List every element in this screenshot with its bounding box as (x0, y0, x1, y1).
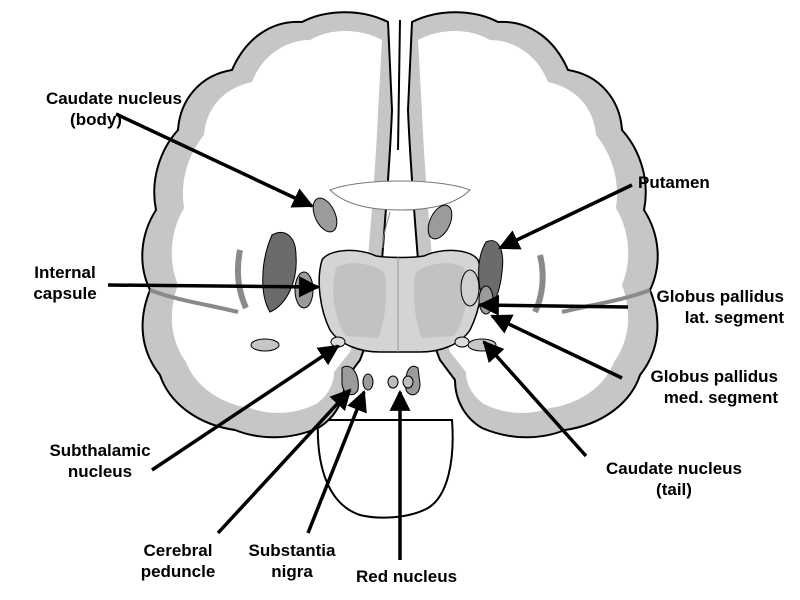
arrow-putamen (498, 183, 633, 250)
arrow-gp-lateral (477, 294, 629, 316)
thalamus-inner-right (414, 263, 467, 338)
left-putamen (262, 232, 297, 313)
septum-line (382, 211, 391, 249)
brain-section (141, 11, 659, 519)
arrow-caudate-body (115, 112, 314, 208)
label-substantia-nigra: Substantia nigra (248, 541, 336, 581)
left-caudate-tail (250, 338, 280, 352)
arrow-caudate-tail (482, 340, 588, 458)
label-caudate-body: Caudate nucleus (body) (45, 89, 182, 129)
left-substantia-nigra (362, 373, 374, 391)
label-caudate-tail: Caudate nucleus (tail) (605, 459, 743, 499)
arrow-gp-medial (490, 314, 623, 380)
red-nucleus-right (402, 375, 414, 389)
arrow-substantia-nigra (306, 390, 367, 534)
label-red-nucleus: Red nucleus (356, 567, 458, 586)
label-arrows (107, 112, 633, 560)
right-sylvian-fissure (561, 288, 651, 314)
arrow-subthalamic (151, 344, 340, 472)
corpus-callosum (329, 180, 471, 211)
longitudinal-fissure (397, 19, 401, 151)
label-gp-medial: Globus pallidus med. segment (650, 367, 778, 407)
label-internal-capsule: Internal capsule (33, 263, 97, 303)
left-caudate-body (312, 197, 338, 233)
brainstem (316, 419, 454, 519)
label-putamen: Putamen (638, 173, 710, 192)
right-caudate-body (427, 204, 453, 240)
right-globus-pallidus-lateral (460, 269, 480, 307)
red-nucleus-left (387, 375, 399, 389)
label-cerebral-peduncle: Cerebral peduncle (140, 541, 216, 581)
label-gp-lateral: Globus pallidus lat. segment (656, 287, 784, 327)
left-subthalamic-nucleus (330, 336, 346, 348)
right-subthalamic-nucleus (454, 336, 470, 348)
right-insula (532, 254, 546, 314)
arrow-cerebral-peduncle (216, 388, 352, 535)
left-insula (235, 249, 249, 310)
right-globus-pallidus-medial (478, 285, 494, 315)
arrow-internal-capsule (107, 276, 321, 298)
thalamus-inner-left (333, 263, 386, 338)
label-subthalamic: Subthalamic nucleus (49, 441, 151, 481)
left-globus-pallidus (294, 271, 314, 309)
left-sylvian-fissure (149, 288, 239, 314)
